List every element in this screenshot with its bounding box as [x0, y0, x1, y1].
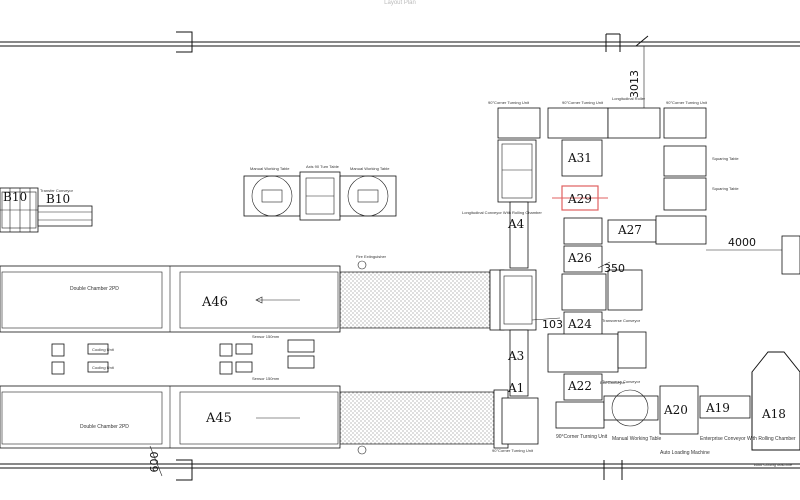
oven-bottom-label: Double Chamber 2PD	[80, 424, 129, 430]
exit-conveyor-label: Exit Conveyor	[600, 380, 626, 385]
turn-table-label: Axis 90 Turn Table	[306, 164, 340, 169]
markers: Fire Extinguisher	[356, 254, 387, 455]
oven-a45-hatch	[339, 391, 495, 445]
a29-label: A29	[567, 192, 592, 206]
sensor-bottom-label: Sensor 150mm	[252, 376, 280, 381]
oven-a45: Double Chamber 2PD A45	[0, 385, 341, 449]
longitudinal-roller-label: Longitudinal Roller	[612, 96, 646, 101]
turn-bottom-label-2: 90°Corner Turning Unit	[492, 448, 534, 453]
cutting-machine-label: Auto Cutting Machine	[754, 462, 793, 467]
b10-station: B10 B10 Transfer Conveyor	[0, 187, 93, 233]
a24-label: A24	[567, 317, 592, 331]
right-edge-unit	[781, 235, 800, 275]
a22-label: A22	[567, 379, 592, 393]
turning-unit-2-label: 90°Corner Turning Unit	[562, 100, 604, 105]
small-label-a: Cooling Unit	[92, 347, 115, 352]
a18-label: A18	[761, 407, 786, 421]
fire-label: Fire Extinguisher	[356, 254, 387, 259]
a31-label: A31	[567, 151, 592, 165]
transverse-label-2: Transverse Conveyor	[602, 379, 641, 384]
bottom-right-units: Manual Working Table A20 Auto Loading Ma…	[603, 351, 800, 467]
building-outline	[0, 31, 800, 481]
a3-label: A3	[507, 349, 524, 363]
turn-bottom-label: 90°Corner Turning Unit	[556, 434, 608, 440]
dim-4000-label: 4000	[728, 236, 756, 249]
dim-3013-label: 3013	[628, 70, 641, 98]
squaring-table-label-2: Squaring Table	[712, 186, 739, 191]
a26-label: A26	[567, 251, 592, 265]
b10-label-a: B10	[3, 190, 27, 204]
a20-label: A20	[663, 403, 688, 417]
right-conveyor-column: A31 A29 A26 A24 A22 90°Corner Turning Un…	[547, 107, 619, 440]
manual-table-left-label: Manual Working Table	[250, 166, 290, 171]
b10-label-b: B10	[46, 192, 70, 206]
auto-loading-label: Auto Loading Machine	[660, 450, 710, 456]
a1-label: A1	[507, 381, 524, 395]
turning-unit-3-label: 90°Corner Turning Unit	[666, 100, 708, 105]
header-text: Layout Plan	[384, 0, 416, 6]
squaring-table-label: Squaring Table	[712, 156, 739, 161]
transverse-label: Transverse Conveyor	[602, 318, 641, 323]
oven-a46-hatch	[339, 271, 491, 329]
enterprise-label: Enterprise Conveyor With Rolling Chamber	[700, 436, 796, 442]
a46-label: A46	[201, 295, 228, 310]
dim-103-label: 103	[542, 318, 563, 331]
middle-small-equipment: Cooling Unit Cooling Unit Sensor 150mm S…	[51, 334, 315, 381]
a45-label: A45	[205, 411, 232, 426]
top-right-units: 90°Corner Turning Unit 90°Corner Turning…	[488, 96, 739, 211]
dimension-3013: 3013	[628, 46, 645, 110]
a27-group: A27 Transverse Conveyor Transverse Conve…	[602, 215, 707, 384]
a19-label: A19	[705, 401, 730, 415]
sensor-top-label: Sensor 150mm	[252, 334, 280, 339]
small-label-b: Cooling Unit	[92, 365, 115, 370]
dim-600-label: 600	[148, 452, 161, 473]
manual-table-right-label: Manual Working Table	[350, 166, 390, 171]
a4-label: A4	[507, 217, 525, 231]
dim-350-label: 350	[604, 262, 625, 275]
manual-bottom-label: Manual Working Table	[612, 436, 662, 442]
longit-left-label: Longitudinal Conveyor With Rolling Chamb…	[462, 210, 542, 215]
vertical-conveyor-a: A4 A3 A1	[497, 107, 541, 445]
turning-unit-1-label: 90°Corner Turning Unit	[488, 100, 530, 105]
oven-a46: Double Chamber 2PD A46	[0, 265, 341, 333]
oven-top-label: Double Chamber 2PD	[70, 286, 119, 292]
a27-label: A27	[617, 223, 642, 237]
transfer-conveyor-label: Transfer Conveyor	[40, 188, 74, 193]
manual-tables-group: Manual Working Table Axis 90 Turn Table …	[243, 164, 397, 221]
